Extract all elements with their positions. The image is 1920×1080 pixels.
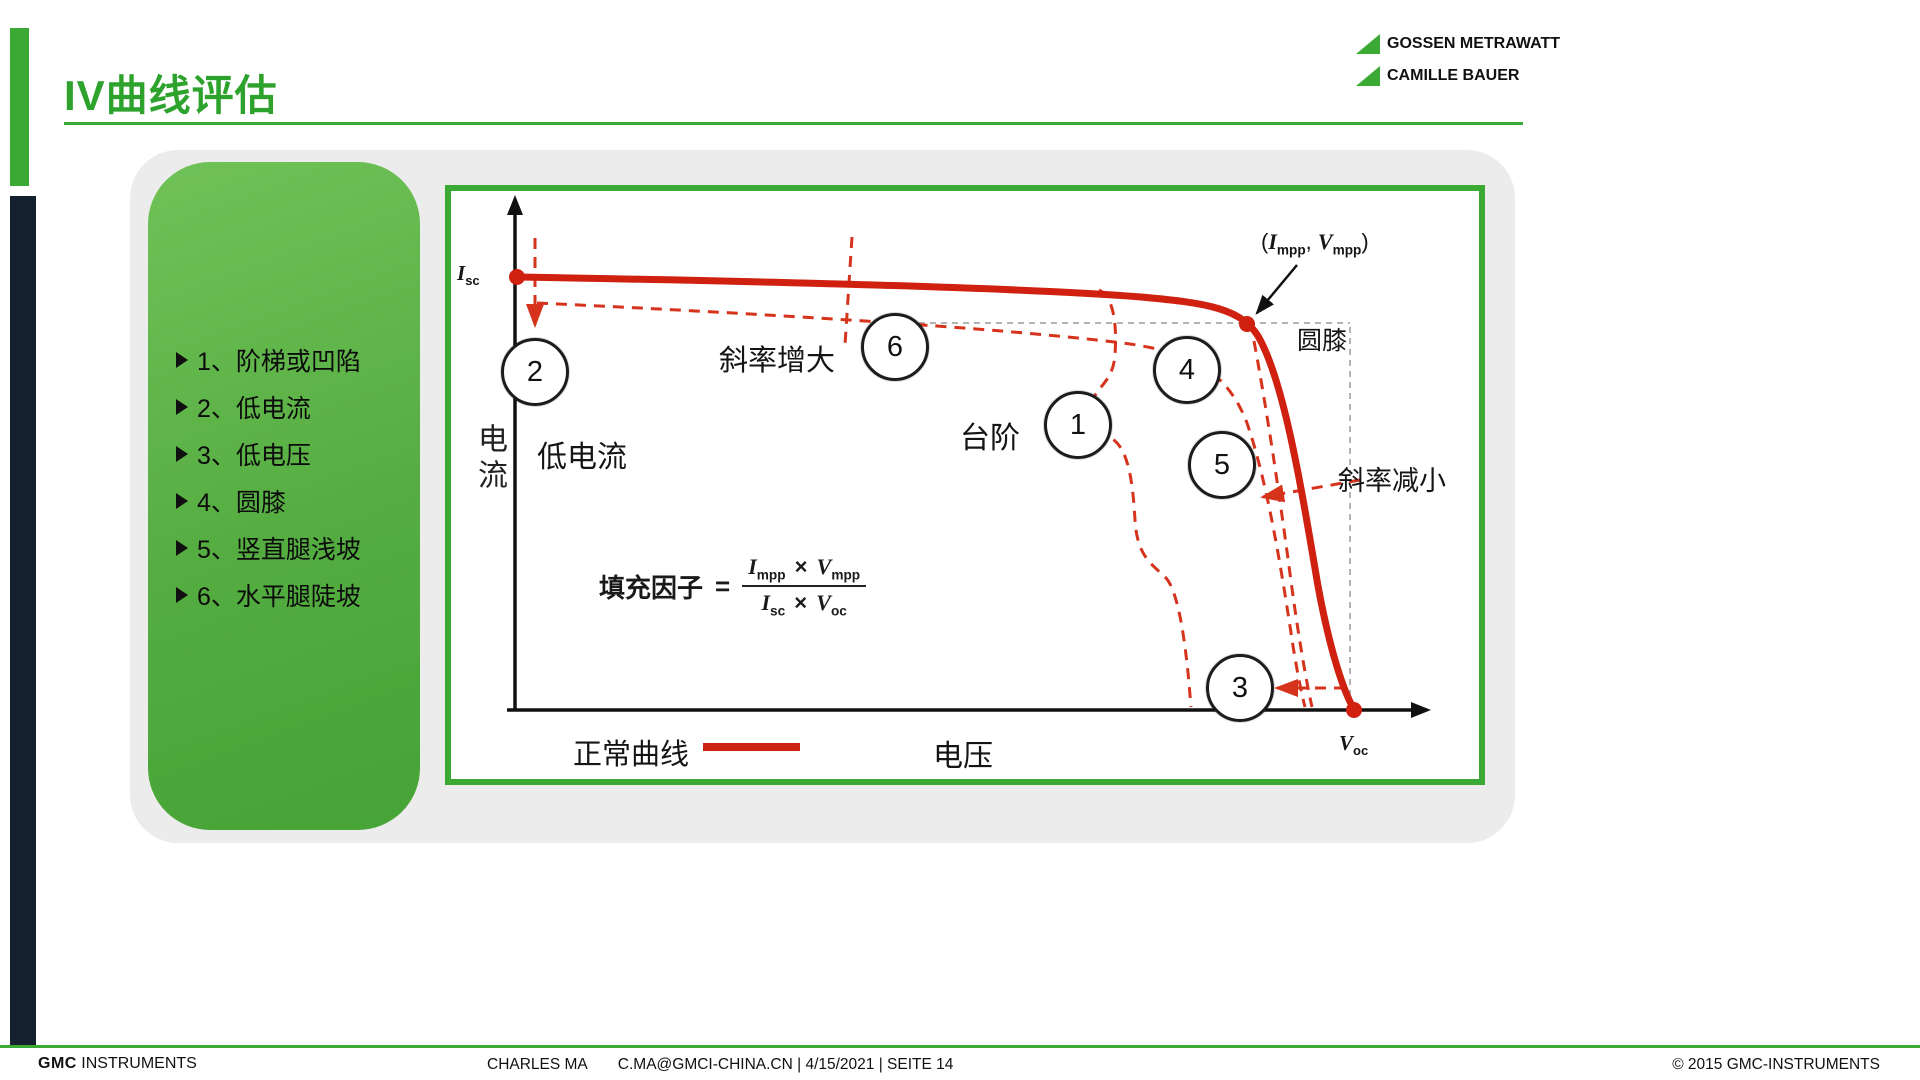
triangle-logo-icon <box>1356 34 1380 54</box>
navy-side-bar <box>10 196 36 1048</box>
marker-number: 4 <box>1178 353 1196 386</box>
step-dashed-curve <box>1088 288 1193 708</box>
list-item-label: 3、低电压 <box>197 441 311 470</box>
page-title: IV曲线评估 <box>64 72 278 119</box>
list-item: 6、水平腿陡坡 <box>176 571 361 618</box>
list-item-label: 6、水平腿陡坡 <box>197 582 361 611</box>
defect-marker-6: 6 <box>861 313 929 381</box>
arrow-bullet-icon <box>176 398 188 415</box>
voc-label: Voc <box>1339 731 1369 759</box>
list-item: 4、圆膝 <box>176 477 361 524</box>
shallow-slope-dashed-curve <box>1252 340 1314 708</box>
list-item: 1、阶梯或凹陷 <box>176 336 361 383</box>
isc-label: Isc <box>457 261 480 289</box>
list-item: 2、低电流 <box>176 383 361 430</box>
footer-author: CHARLES MA <box>487 1056 588 1073</box>
footer-brand: GMC INSTRUMENTS <box>38 1055 197 1072</box>
round-knee-label: 圆膝 <box>1297 327 1348 355</box>
marker-number: 1 <box>1069 408 1087 441</box>
arrow-bullet-icon <box>176 492 188 509</box>
legend-normal-label: 正常曲线 <box>573 739 690 771</box>
marker-number: 3 <box>1231 671 1249 704</box>
defect-list: 1、阶梯或凹陷 2、低电流 3、低电压 4、圆膝 5、竖直腿浅坡 6、水平腿陡坡 <box>176 336 361 618</box>
green-accent-bar <box>10 28 29 186</box>
marker-number: 2 <box>526 355 544 388</box>
logo-gossen-metrawatt: GOSSEN METRAWATT <box>1356 34 1560 54</box>
slope-decrease-label: 斜率减小 <box>1338 466 1446 496</box>
iv-curve-chart: 1 2 3 4 5 6 Isc (Impp, Vmpp) 圆膝 斜率增大 低电流… <box>445 185 1485 785</box>
formula-fraction: Impp × Vmpp Isc × Voc <box>742 553 867 620</box>
x-axis-label: 电压 <box>933 740 993 773</box>
step-label: 台阶 <box>960 422 1020 455</box>
defect-marker-2: 2 <box>501 338 569 406</box>
isc-point <box>509 269 525 285</box>
logo-text-gossen: GOSSEN METRAWATT <box>1387 35 1561 52</box>
mpp-label: (Impp, Vmpp) <box>1261 229 1369 258</box>
defect-marker-1: 1 <box>1044 391 1112 459</box>
iv-curve-svg <box>507 195 1431 751</box>
marker-number: 6 <box>886 330 904 363</box>
defect-list-panel <box>148 162 420 830</box>
y-axis-arrowhead <box>507 195 523 215</box>
defect-marker-3: 3 <box>1206 654 1274 722</box>
defect-marker-5: 5 <box>1188 431 1256 499</box>
footer-copyright: © 2015 GMC-INSTRUMENTS <box>1672 1056 1880 1073</box>
x-axis-arrowhead <box>1411 702 1431 718</box>
list-item: 5、竖直腿浅坡 <box>176 524 361 571</box>
slope-increase-dashed-line <box>843 236 854 346</box>
arrow-bullet-icon <box>176 539 188 556</box>
arrow-bullet-icon <box>176 351 188 368</box>
marker-number: 5 <box>1213 448 1231 481</box>
list-item-label: 1、阶梯或凹陷 <box>197 347 361 376</box>
y-axis-label: 电流 <box>473 423 506 495</box>
formula-name: 填充因子 <box>599 572 704 603</box>
title-underline <box>64 122 1523 125</box>
logo-text-camille: CAMILLE BAUER <box>1387 67 1520 84</box>
mpp-callout-arrow <box>1255 264 1298 315</box>
low-current-label: 低电流 <box>537 441 627 474</box>
arrow-bullet-icon <box>176 445 188 462</box>
slope-increase-label: 斜率增大 <box>719 345 836 377</box>
triangle-logo-icon <box>1356 66 1380 86</box>
logo-camille-bauer: CAMILLE BAUER <box>1356 66 1536 86</box>
voc-point <box>1346 702 1362 718</box>
list-item: 3、低电压 <box>176 430 361 477</box>
slope-decrease-arrow <box>1260 478 1361 503</box>
footer-meta: CHARLES MA C.MA@GMCI-CHINA.CN | 4/15/2021… <box>487 1056 953 1074</box>
mpp-point <box>1239 316 1255 332</box>
list-item-label: 5、竖直腿浅坡 <box>197 535 361 564</box>
arrow-bullet-icon <box>176 586 188 603</box>
fill-factor-formula: 填充因子 = Impp × Vmpp Isc × Voc <box>599 553 867 620</box>
list-item-label: 2、低电流 <box>197 394 311 423</box>
company-logos: GOSSEN METRAWATT CAMILLE BAUER <box>1356 34 1560 98</box>
list-item-label: 4、圆膝 <box>197 488 286 517</box>
footer-divider <box>0 1045 1920 1048</box>
footer-contact: C.MA@GMCI-CHINA.CN | 4/15/2021 | SEITE 1… <box>617 1056 954 1073</box>
defect-marker-4: 4 <box>1153 336 1221 404</box>
